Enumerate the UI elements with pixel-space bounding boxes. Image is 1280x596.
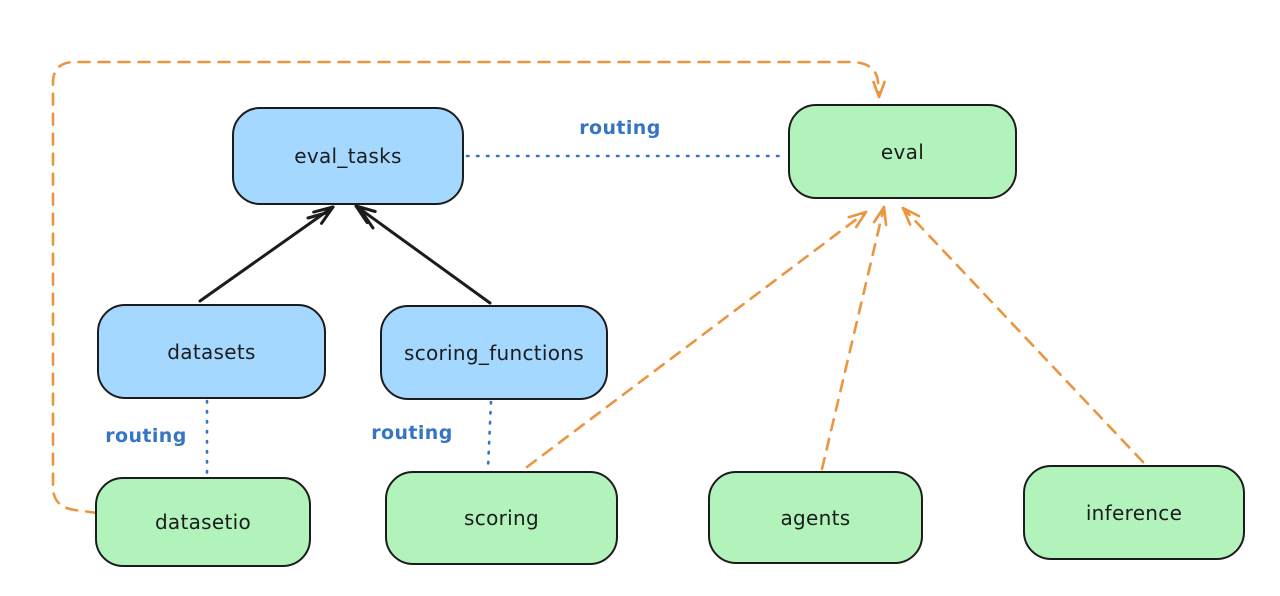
node-datasetio-label: datasetio [154, 510, 252, 534]
node-datasetio: datasetio [95, 477, 311, 567]
node-scoring-label: scoring [464, 506, 539, 530]
edge-agents-to-eval [820, 205, 888, 471]
node-datasets: datasets [97, 304, 326, 399]
node-datasets-label: datasets [167, 339, 256, 364]
node-agents: agents [708, 471, 923, 564]
node-scoring: scoring [385, 471, 618, 565]
node-eval-label: eval [880, 139, 925, 164]
edge-inference-to-eval [901, 206, 1145, 464]
edge-label-routing-scoring-functions-scoring: routing [371, 422, 453, 444]
node-eval: eval [788, 104, 1017, 199]
node-inference: inference [1023, 465, 1245, 560]
edge-scoring-functions-to-eval-tasks [354, 204, 492, 305]
node-scoring-functions-label: scoring_functions [403, 340, 585, 365]
edge-scoring-to-eval [525, 210, 868, 469]
edge-label-routing-eval-tasks-eval: routing [579, 117, 661, 139]
edge-label-routing-datasets-datasetio: routing [105, 425, 187, 447]
edge-datasets-to-eval-tasks [198, 205, 335, 303]
edge-scoring-functions-to-scoring [486, 400, 493, 470]
edge-datasetio-to-eval [51, 60, 886, 515]
node-scoring-functions: scoring_functions [380, 305, 608, 400]
node-inference-label: inference [1085, 500, 1183, 525]
node-agents-label: agents [780, 505, 851, 530]
node-eval-tasks-label: eval_tasks [294, 144, 402, 168]
node-eval-tasks: eval_tasks [232, 107, 464, 205]
